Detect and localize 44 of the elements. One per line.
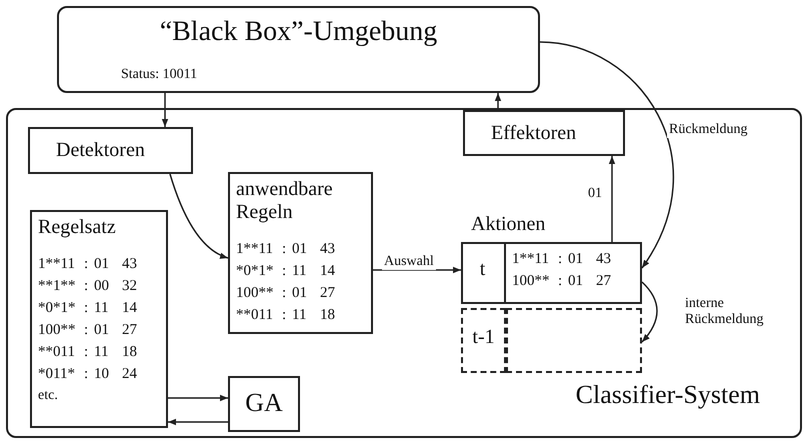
status-text: Status: 10011	[121, 67, 198, 83]
process-box	[28, 127, 193, 174]
edge-label: Auswahl	[382, 254, 436, 270]
rule-row-text: 1**11 : 01 43	[511, 250, 612, 269]
etc-text: etc.	[37, 387, 59, 405]
arrow	[608, 156, 616, 242]
arrow	[168, 418, 228, 426]
arrow	[641, 281, 658, 342]
rule-row-text: 100** : 01 27	[235, 284, 336, 303]
arrow	[169, 174, 228, 259]
rule-row-text: **1** : 00 32	[37, 277, 138, 296]
rounded-box	[57, 6, 540, 93]
rule-row-text: *011* : 10 24	[37, 365, 138, 384]
actions-heading: Aktionen	[471, 213, 546, 236]
rule-row-text: **011 : 11 18	[235, 306, 336, 325]
dashed-cell	[461, 308, 506, 373]
system-title: Classifier-System	[576, 380, 760, 410]
box-heading: anwendbare Regeln	[235, 177, 334, 224]
dashed-cell	[506, 308, 642, 373]
process-box	[463, 110, 625, 156]
box-label: Effektoren	[490, 121, 578, 145]
rule-row-text: **011 : 11 18	[37, 343, 138, 362]
rule-row-text: 1**11 : 01 43	[37, 255, 138, 274]
rule-row-text: 100** : 01 27	[37, 321, 138, 340]
rounded-box	[6, 108, 802, 438]
cell-label: t	[478, 257, 486, 281]
rule-table-box	[30, 210, 168, 428]
rule-row-text: 1**11 : 01 43	[235, 240, 336, 259]
environment-title: “Black Box”-Umgebung	[158, 16, 438, 48]
arrow	[494, 93, 502, 110]
box-label: GA	[244, 387, 284, 418]
arrow	[540, 41, 674, 268]
box-label: Detektoren	[55, 138, 146, 162]
process-box	[228, 376, 300, 432]
cell-label: t-1	[471, 325, 496, 349]
box-heading: Regelsatz	[37, 215, 117, 239]
arrow	[168, 394, 228, 402]
arrow	[373, 266, 461, 274]
rule-row-text: 100** : 01 27	[511, 272, 612, 291]
rule-table-box	[228, 172, 373, 334]
rule-row-text: *0*1* : 11 14	[235, 262, 336, 281]
rule-row-text: *0*1* : 11 14	[37, 299, 138, 318]
arrow	[162, 93, 168, 127]
edge-label: Rückmeldung	[667, 122, 750, 138]
